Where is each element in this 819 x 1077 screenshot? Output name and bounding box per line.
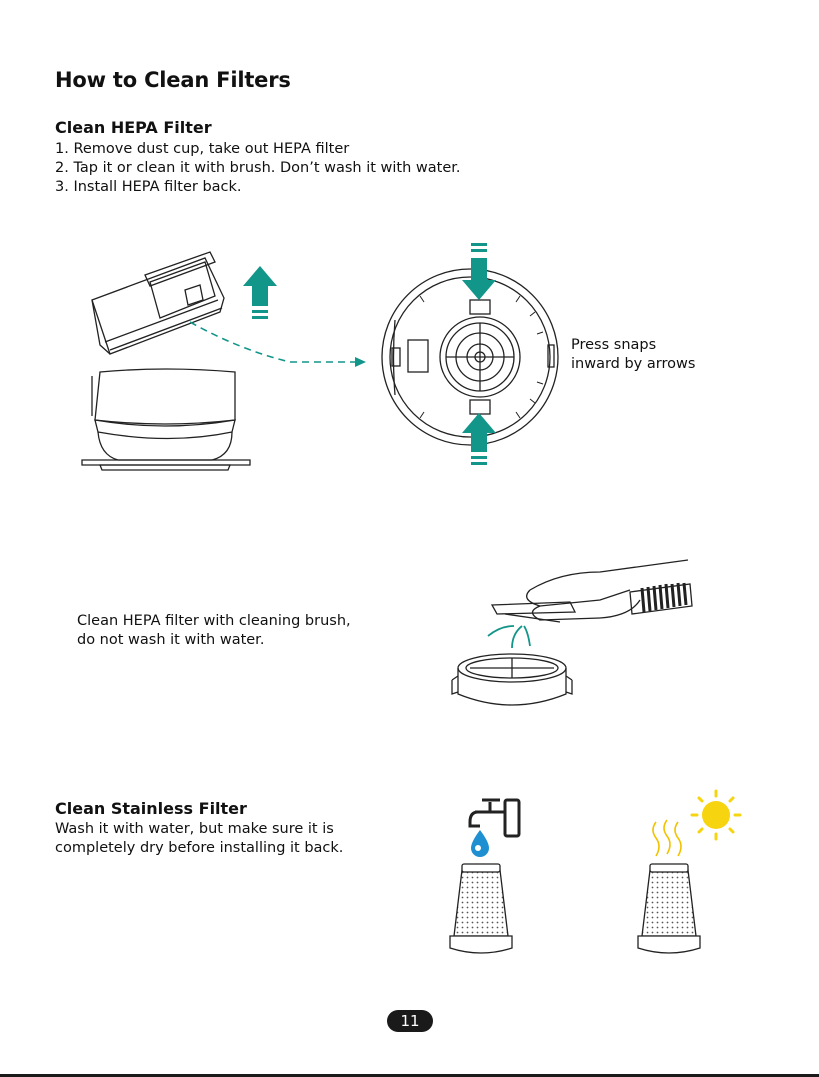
up-arrow-icon — [462, 413, 496, 465]
stainless-filter-wet — [449, 863, 513, 954]
heat-wave-icon — [652, 819, 682, 857]
page-title: How to Clean Filters — [55, 68, 291, 92]
hepa-steps: 1. Remove dust cup, take out HEPA filter… — [55, 140, 461, 197]
stainless-line-1: Wash it with water, but make sure it is — [55, 821, 334, 837]
sun-icon — [690, 789, 742, 841]
stainless-line-2: completely dry before installing it back… — [55, 840, 344, 856]
press-note-line-2: inward by arrows — [571, 356, 696, 372]
down-arrow-icon — [462, 243, 496, 300]
water-drop-icon — [471, 830, 489, 857]
dashed-arrow-icon — [189, 321, 366, 367]
stainless-text: Wash it with water, but make sure it is … — [55, 820, 343, 858]
faucet-icon — [468, 798, 521, 838]
brush-note-line-1: Clean HEPA filter with cleaning brush, — [77, 613, 351, 629]
bottom-rule — [0, 1074, 819, 1077]
stainless-heading: Clean Stainless Filter — [55, 799, 247, 818]
up-arrow-icon — [243, 266, 277, 319]
hepa-step-1: 1. Remove dust cup, take out HEPA filter — [55, 141, 350, 157]
page-number: 11 — [387, 1010, 433, 1032]
hepa-step-3: 3. Install HEPA filter back. — [55, 179, 242, 195]
hepa-step-2: 2. Tap it or clean it with brush. Don’t … — [55, 160, 461, 176]
press-note-line-1: Press snaps — [571, 337, 657, 353]
brush-note: Clean HEPA filter with cleaning brush, d… — [77, 612, 351, 650]
brush-note-line-2: do not wash it with water. — [77, 632, 265, 648]
hepa-heading: Clean HEPA Filter — [55, 118, 212, 137]
stainless-filter-dry — [637, 863, 701, 954]
press-snaps-note: Press snaps inward by arrows — [571, 336, 695, 374]
